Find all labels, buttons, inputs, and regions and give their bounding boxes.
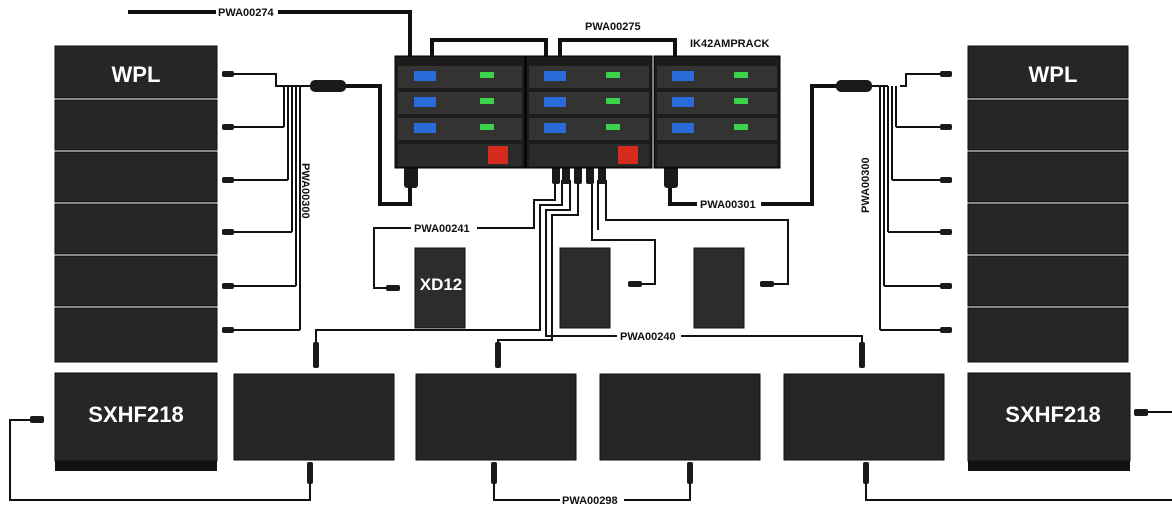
mid-monitor-1 [559, 247, 611, 329]
cables [9, 10, 1172, 501]
left-array-label: WPL [112, 62, 161, 87]
mid-monitor-2 [693, 247, 745, 329]
label-pwa00275: PWA00275 [585, 21, 641, 33]
amp-rack-right [653, 55, 781, 169]
cable-labels: PWA00274 PWA00275 IK42AMPRACK PWA00300 P… [216, 5, 872, 507]
bottom-subs [233, 373, 945, 461]
xd12-label: XD12 [420, 275, 463, 294]
right-wpl-array: WPL [967, 45, 1129, 363]
right-sub-label: SXHF218 [1005, 402, 1100, 427]
label-pwa00241: PWA00241 [414, 223, 470, 235]
right-sub: SXHF218 [967, 372, 1131, 471]
left-sub: SXHF218 [54, 372, 218, 471]
label-right-vertical: PWA00300 [860, 157, 872, 213]
label-pwa00298: PWA00298 [562, 495, 618, 507]
label-rack-name: IK42AMPRACK [690, 38, 770, 50]
label-pwa00274: PWA00274 [218, 7, 275, 19]
label-pwa00301: PWA00301 [700, 199, 756, 211]
left-sub-label: SXHF218 [88, 402, 183, 427]
amp-rack-middle [525, 55, 653, 169]
amp-rack-left [394, 55, 526, 169]
left-wpl-array: WPL [54, 45, 218, 363]
label-left-vertical: PWA00300 [299, 163, 311, 219]
right-array-label: WPL [1029, 62, 1078, 87]
xd12-monitor: XD12 [414, 247, 466, 329]
connectors [30, 71, 1148, 484]
label-pwa00240: PWA00240 [620, 331, 676, 343]
